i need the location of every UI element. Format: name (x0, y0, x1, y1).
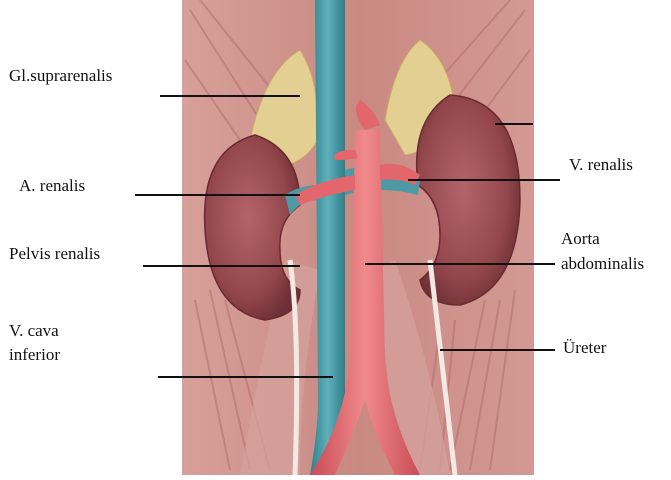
label-v-renalis: V. renalis (569, 155, 633, 175)
label-gl-suprarenalis: Gl.suprarenalis (9, 66, 112, 86)
label-pelvis-renalis: Pelvis renalis (9, 244, 100, 264)
label-a-renalis: A. renalis (19, 176, 85, 196)
label-aorta-line2: abdominalis (561, 254, 644, 274)
label-ureter: Üreter (563, 338, 606, 358)
label-v-cava-line2: inferior (9, 345, 60, 365)
label-aorta-line1: Aorta (561, 229, 600, 249)
label-v-cava-line1: V. cava (9, 321, 59, 341)
